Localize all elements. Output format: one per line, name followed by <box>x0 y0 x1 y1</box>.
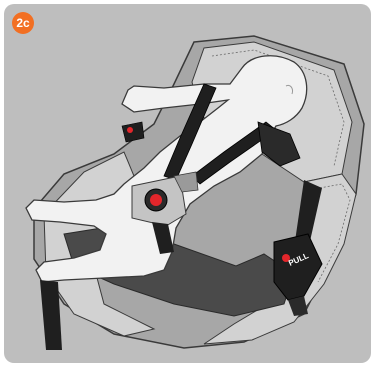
instruction-frame: 2c <box>4 4 371 363</box>
latch-left-red-dot <box>127 127 133 133</box>
buckle-red-indicator <box>150 194 162 206</box>
step-number-badge: 2c <box>12 12 34 34</box>
seat-latch-left <box>122 122 144 142</box>
car-seat-illustration: PULL <box>4 4 371 363</box>
